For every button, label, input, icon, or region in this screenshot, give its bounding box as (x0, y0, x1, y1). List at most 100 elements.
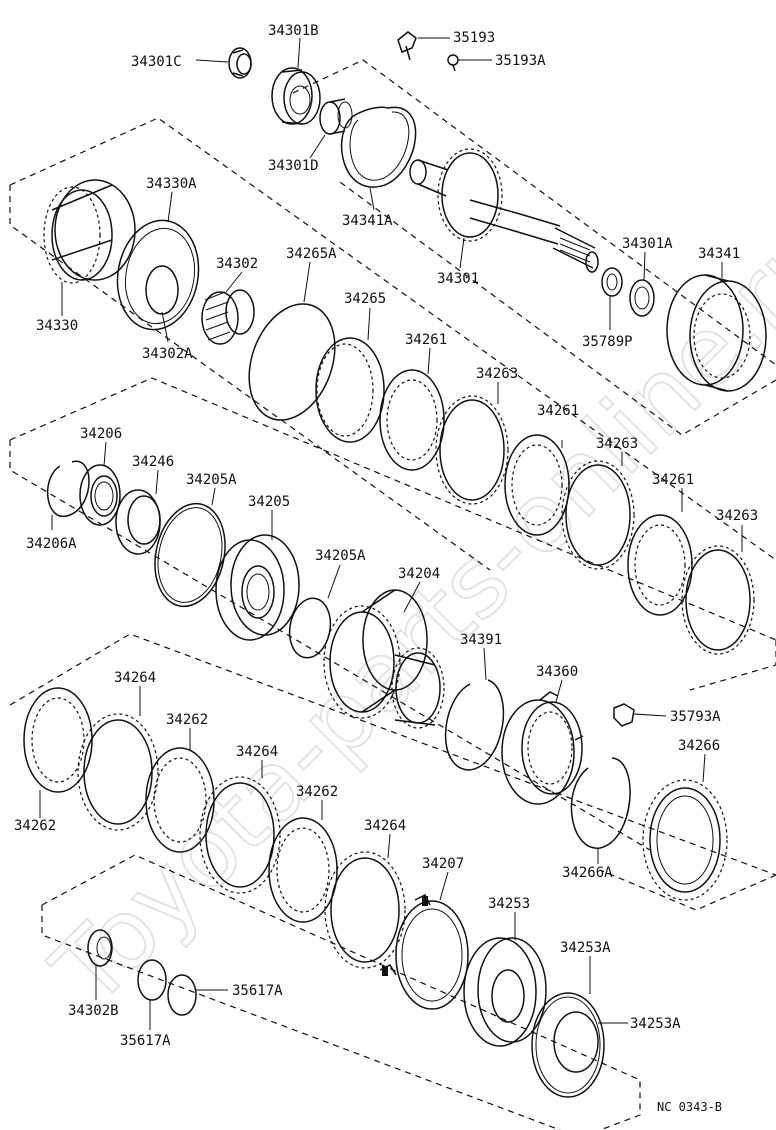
label-34330: 34330 (36, 318, 78, 334)
label-34263-a: 34263 (476, 366, 518, 382)
part-34205A-ring (154, 502, 226, 608)
label-35789P: 35789P (582, 334, 633, 350)
part-35617A-o-ring-b (167, 974, 197, 1016)
part-34207-spring-retainer (379, 893, 469, 1010)
label-35793A: 35793A (670, 709, 721, 725)
label-34302: 34302 (216, 256, 258, 272)
label-34264-a: 34264 (114, 670, 156, 686)
label-34263-b: 34263 (596, 436, 638, 452)
part-34330-gear (43, 179, 136, 284)
part-34206-bearing (79, 464, 121, 526)
label-34265A: 34265A (286, 246, 337, 262)
label-34205A: 34205A (186, 472, 237, 488)
part-34302B-bearing (87, 929, 113, 967)
part-34266A-snap-ring (570, 757, 631, 849)
part-34261-disc-c (627, 514, 693, 616)
part-34205-piston (215, 534, 300, 641)
label-35193A: 35193A (495, 53, 546, 69)
label-34263-c: 34263 (716, 508, 758, 524)
part-34341A-snap-ring (340, 106, 417, 188)
part-34206A-snap-ring (46, 460, 90, 518)
part-34266-reaction-plate (642, 779, 728, 901)
part-34341-drum (666, 274, 767, 392)
label-34301B: 34301B (268, 23, 319, 39)
label-34262-a: 34262 (166, 712, 208, 728)
part-34265-plate (315, 337, 385, 443)
assembly-group-box-4 (41, 854, 641, 1130)
part-34264-plate-a (77, 713, 159, 831)
part-34205A-ring-small (288, 597, 332, 659)
label-34266: 34266 (678, 738, 720, 754)
part-35789P-washer (601, 267, 623, 297)
part-34262-disc-a (23, 687, 93, 793)
label-34262-c: 34262 (14, 818, 56, 834)
label-34261-c: 34261 (652, 472, 694, 488)
figure-code: NC 0343-B (657, 1100, 722, 1114)
label-35617A-b: 35617A (120, 1033, 171, 1049)
part-34302A-ring (145, 265, 179, 315)
part-34253-piston (463, 937, 547, 1047)
label-34264-c: 34264 (364, 818, 406, 834)
label-34262-b: 34262 (296, 784, 338, 800)
part-34263-plate-b (561, 460, 635, 570)
label-34206: 34206 (80, 426, 122, 442)
part-34262-disc-c (268, 817, 338, 923)
part-35193-clip (397, 31, 417, 61)
part-35193A-bolt (447, 54, 459, 72)
assembly-group-box-1 (9, 59, 776, 571)
label-34253A: 34253A (560, 940, 611, 956)
label-34261-a: 34261 (405, 332, 447, 348)
part-34330A-ring (116, 219, 200, 331)
part-34301B-bearing (271, 67, 321, 125)
part-34360-one-way-clutch (501, 691, 584, 805)
label-34391: 34391 (460, 632, 502, 648)
label-34253: 34253 (488, 896, 530, 912)
label-34330A: 34330A (146, 176, 197, 192)
part-34391-snap-ring (444, 679, 505, 771)
label-34266A: 34266A (562, 865, 613, 881)
label-34205: 34205 (248, 494, 290, 510)
part-34253A-o-ring (531, 992, 605, 1098)
label-34204: 34204 (398, 566, 440, 582)
leader-lines (39, 37, 743, 1030)
label-34341: 34341 (698, 246, 740, 262)
label-34205A-b: 34205A (315, 548, 366, 564)
part-34301-shaft (409, 148, 599, 273)
assembly-group-box-3 (9, 633, 776, 911)
part-34264-plate-c (324, 851, 406, 969)
part-34265A-snap-ring (248, 303, 336, 421)
label-34206A: 34206A (26, 536, 77, 552)
label-34253A-b: 34253A (630, 1016, 681, 1032)
label-34301C: 34301C (131, 54, 182, 70)
part-number-labels: 34301C 34301B 35193 35193A 34301D 34341A… (14, 23, 758, 1049)
part-34301C-bearing (228, 47, 252, 79)
label-34341A: 34341A (342, 213, 393, 229)
part-34261-disc-b (504, 434, 570, 536)
label-34246: 34246 (132, 454, 174, 470)
part-34261-disc-a (379, 369, 445, 471)
label-34301: 34301 (437, 271, 479, 287)
part-34246-race (115, 489, 161, 555)
label-34301D: 34301D (268, 158, 319, 174)
part-34301D-sleeve (319, 98, 353, 135)
part-35617A-o-ring-a (137, 959, 167, 1001)
label-34360: 34360 (536, 664, 578, 680)
part-34264-plate-b (199, 776, 281, 894)
label-34264-b: 34264 (236, 744, 278, 760)
label-35193: 35193 (453, 30, 495, 46)
assembly-group-box-2 (9, 377, 776, 851)
part-34263-plate-c (681, 545, 755, 655)
label-34207: 34207 (422, 856, 464, 872)
label-34302A: 34302A (142, 346, 193, 362)
label-34265: 34265 (344, 291, 386, 307)
part-34302-roller-bearing (201, 289, 255, 345)
part-34263-plate-a (435, 395, 509, 505)
part-34204-clutch-drum (323, 589, 445, 729)
part-34301A-bearing (629, 279, 655, 317)
part-35793A-clip (613, 703, 635, 727)
label-34302B: 34302B (68, 1003, 119, 1019)
label-35617A: 35617A (232, 983, 283, 999)
label-34261-b: 34261 (537, 403, 579, 419)
label-34301A: 34301A (622, 236, 673, 252)
